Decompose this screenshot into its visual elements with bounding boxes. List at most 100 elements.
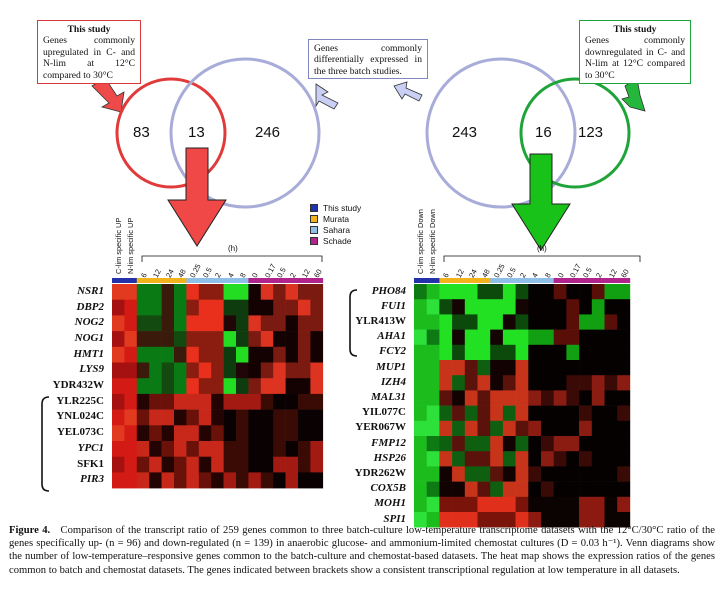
gene-label: LYS9 [79,363,104,376]
heatmap-cell [414,314,427,330]
legend-label: This study [323,202,362,213]
heatmap-cell [541,375,554,391]
heatmap-cell [591,390,605,406]
heatmap-cell [273,284,286,300]
dataset-strip-cell [617,278,631,283]
heatmap-cell [223,362,237,379]
heatmap-cell [604,436,618,452]
venn-up-overlap-count: 13 [188,124,205,141]
heatmap-cell [502,466,516,482]
heatmap-cell [112,299,125,316]
heatmap-cell [298,331,311,348]
heatmap-cell [591,481,605,498]
heatmap-cell [553,405,567,422]
heatmap-cell [124,393,138,410]
heatmap-cell [174,331,187,348]
heatmap-cell [149,456,162,473]
dataset-strip-cell [541,278,554,283]
heatmap-cell [553,496,567,513]
heatmap-cell [566,360,580,376]
heatmap-cell [490,329,504,346]
heatmap-cell [186,378,200,395]
heatmap-cell [174,425,187,442]
heatmap-cell [273,425,286,442]
hours-label-down: (h) [537,244,547,253]
heatmap-cell [477,466,491,482]
heatmap-cell [553,436,567,452]
heatmap-cell [248,441,262,457]
heatmap-cell [273,299,286,316]
heatmap-cell [174,299,187,316]
heatmap-cell [414,375,427,391]
legend-swatch [310,236,318,245]
heatmap-cell [490,375,504,391]
heatmap-cell [566,420,580,437]
heatmap-cell [174,441,187,457]
heatmap-cell [541,344,554,361]
heatmap-cell [490,466,504,482]
dataset-strip-cell [310,278,324,283]
heatmap-cell [186,284,200,300]
heatmap-cell [174,456,187,473]
heatmap-cell [310,441,324,457]
heatmap-cell [298,299,311,316]
col-label-nlim-down: N-lim specific Down [428,209,437,274]
heatmap-cell [528,299,542,315]
heatmap-cell [604,481,618,498]
heatmap-cell [248,284,262,300]
heatmap-cell [477,284,491,300]
heatmap-cell [174,284,187,300]
dataset-strip-cell [528,278,542,283]
heatmap-cell [260,346,274,363]
dataset-strip-cell [591,278,605,283]
heatmap-cell [248,315,262,332]
heatmap-cell [273,472,286,489]
heatmap-cell [553,451,567,467]
heatmap-cell [604,375,618,391]
heatmap-cell [591,284,605,300]
heatmap-cell [566,344,580,361]
gene-label: DBP2 [76,300,105,313]
heatmap-cell [112,425,125,442]
heatmap-cell [617,420,631,437]
heatmap-cell [490,481,504,498]
heatmap-cell [439,496,453,513]
heatmap-cell [186,393,200,410]
heatmap-cell [260,378,274,395]
dataset-strip-cell [414,278,427,283]
heatmap-cell [541,436,554,452]
heatmap-cell [477,436,491,452]
heatmap-cell [617,390,631,406]
heatmap-cell [591,436,605,452]
heatmap-cell [285,393,299,410]
gene-label: FUI1 [380,299,406,312]
heatmap-cell [211,456,224,473]
heatmap-cell [604,405,618,422]
heatmap-cell [439,390,453,406]
heatmap-cell [223,472,237,489]
heatmap-cell [541,314,554,330]
heatmap-cell [414,466,427,482]
heatmap-cell [541,481,554,498]
heatmap-cell [553,390,567,406]
heatmap-cell [579,436,593,452]
heatmap-cell [452,375,466,391]
heatmap-cell [298,393,311,410]
heatmap-cell [260,425,274,442]
heatmap-cell [566,496,580,513]
box-title: This study [613,24,657,35]
heatmap-cell [452,329,466,346]
heatmap-cell [414,420,427,437]
heatmap-cell [439,360,453,376]
heatmap-cell [502,375,516,391]
heatmap-cell [452,314,466,330]
heatmap-cell [426,496,440,513]
heatmap-cell [124,284,138,300]
middle-callout-arrow-left [315,83,339,110]
caption-text: Comparison of the transcript ratio of 25… [9,525,715,576]
heatmap-cell [124,315,138,332]
gene-label: PHO84 [371,284,406,297]
legend: This study Murata Sahara Schade [310,202,361,246]
dataset-strip-cell [553,278,567,283]
dataset-strip-cell [477,278,491,283]
